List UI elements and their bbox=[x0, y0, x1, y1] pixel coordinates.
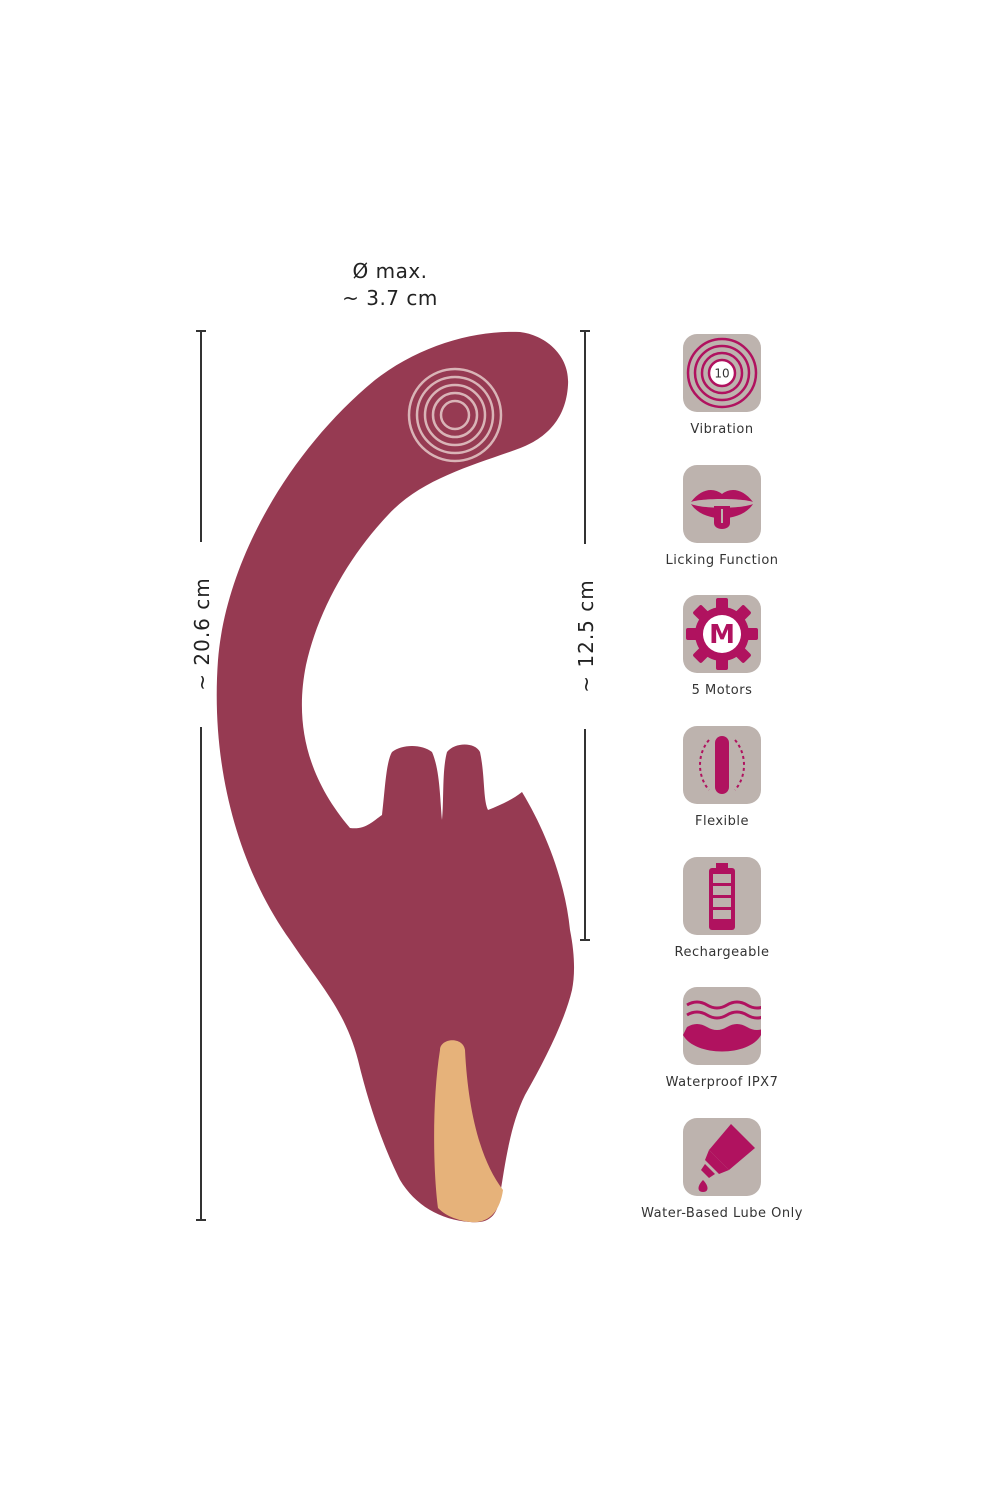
flexible-icon bbox=[683, 726, 761, 804]
feature-licking-function: Licking Function bbox=[630, 465, 814, 568]
lube-tube-icon bbox=[683, 1118, 761, 1196]
feature-label: Rechargeable bbox=[674, 945, 770, 960]
feature-label: 5 Motors bbox=[691, 683, 753, 698]
feature-vibration: 10 Vibration bbox=[630, 334, 814, 437]
insert-length-line-bottom bbox=[584, 729, 586, 940]
motor-gear-icon: M bbox=[683, 595, 761, 673]
feature-label: Vibration bbox=[690, 422, 754, 437]
feature-waterproof: Waterproof IPX7 bbox=[630, 987, 814, 1090]
feature-5-motors: M 5 Motors bbox=[630, 595, 814, 698]
motor-badge: M bbox=[709, 620, 735, 650]
total-length-line-bottom bbox=[200, 727, 202, 1221]
insert-length-line-top bbox=[584, 330, 586, 544]
tongue-icon bbox=[683, 465, 761, 543]
insert-length-cap-bottom bbox=[580, 939, 590, 941]
total-length-line-top bbox=[200, 330, 202, 542]
feature-rechargeable: Rechargeable bbox=[630, 857, 814, 960]
diameter-line2: ~ 3.7 cm bbox=[342, 286, 438, 310]
battery-icon bbox=[683, 857, 761, 935]
feature-water-based-lube: Water-Based Lube Only bbox=[630, 1118, 814, 1221]
diameter-line1: Ø max. bbox=[352, 259, 428, 283]
feature-label: Licking Function bbox=[665, 553, 779, 568]
water-icon bbox=[683, 987, 761, 1065]
feature-label: Waterproof IPX7 bbox=[665, 1075, 779, 1090]
feature-label: Water-Based Lube Only bbox=[641, 1206, 803, 1221]
vibration-rings bbox=[407, 367, 503, 463]
feature-flexible: Flexible bbox=[630, 726, 814, 829]
vibration-badge: 10 bbox=[714, 367, 729, 381]
product-body bbox=[216, 331, 575, 1223]
total-length-cap-bottom bbox=[196, 1219, 206, 1221]
product-tip bbox=[434, 1040, 503, 1223]
vibration-icon: 10 bbox=[683, 334, 761, 412]
feature-label: Flexible bbox=[694, 814, 750, 829]
product-silhouette bbox=[216, 331, 575, 1223]
diameter-label: Ø max. ~ 3.7 cm bbox=[290, 258, 490, 312]
